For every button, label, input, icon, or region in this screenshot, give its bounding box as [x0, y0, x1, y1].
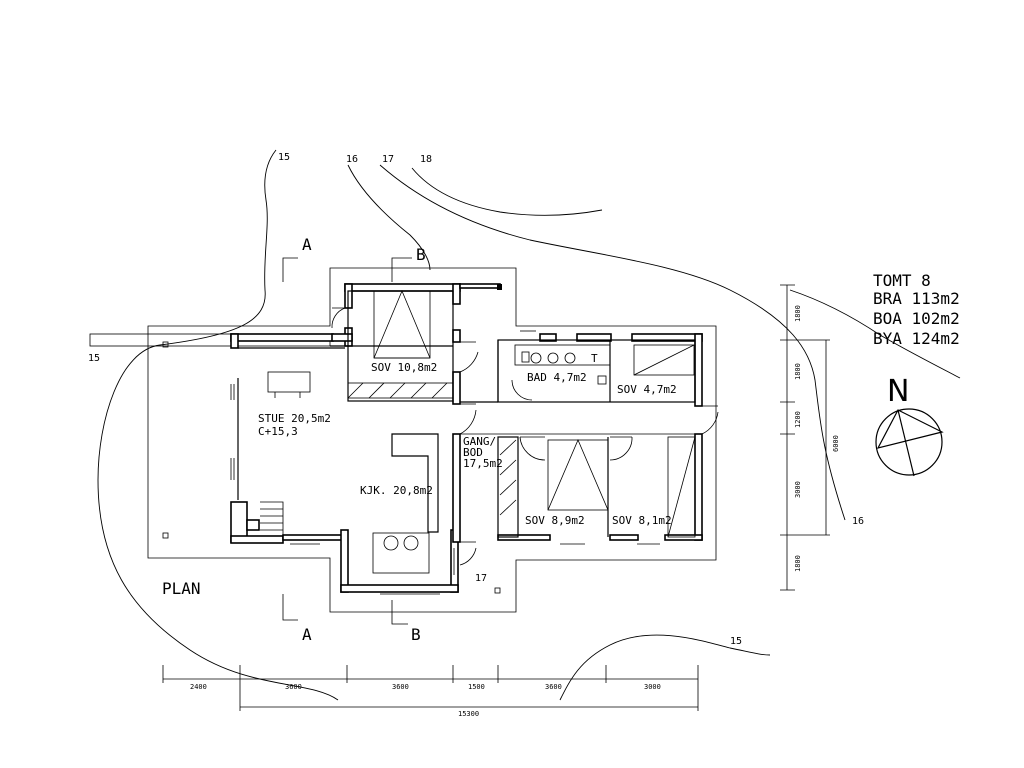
contour-line-15-west — [97, 149, 339, 701]
door-swings — [331, 307, 719, 566]
dim-3000: 3000 — [644, 683, 661, 691]
dim-3600-a: 3600 — [285, 683, 302, 691]
plot-info: TOMT 8 BRA 113m2 BOA 102m2 BYA 124m2 — [873, 271, 960, 348]
room-label-sov-8-1: SOV 8,1m2 — [612, 514, 672, 527]
plot-bya: BYA 124m2 — [873, 329, 960, 348]
dim-right-3000: 3000 — [794, 481, 802, 498]
room-label-stue-level: C+15,3 — [258, 425, 298, 438]
contour-label-15-left: 15 — [88, 353, 100, 364]
room-label-sov-4-7: SOV 4,7m2 — [617, 383, 677, 396]
section-a-bottom: A — [302, 625, 312, 644]
partitions — [237, 289, 696, 538]
plot-tomt: TOMT 8 — [873, 271, 931, 290]
dim-right-1800-a: 1800 — [794, 305, 802, 322]
room-label-gang-line3: 17,5m2 — [463, 457, 503, 470]
dim-2400: 2400 — [190, 683, 207, 691]
dim-right-1800-b: 1800 — [794, 363, 802, 380]
plot-boa: BOA 102m2 — [873, 309, 960, 328]
dim-3600-b: 3600 — [392, 683, 409, 691]
plot-bra: BRA 113m2 — [873, 289, 960, 308]
room-label-gang-line2: BOD — [463, 446, 483, 459]
terrace-outline — [89, 267, 717, 613]
contour-line-15-south — [559, 634, 771, 701]
windows — [230, 330, 660, 595]
contour-label-17-south: 17 — [475, 573, 487, 584]
dim-3600-c: 3600 — [545, 683, 562, 691]
dim-right-1200: 1200 — [794, 411, 802, 428]
room-label-bad: BAD 4,7m2 — [527, 371, 587, 384]
room-label-sov-8-9: SOV 8,9m2 — [525, 514, 585, 527]
plan-title: PLAN — [162, 579, 201, 598]
contour-label-18: 18 — [420, 154, 432, 165]
contour-line-18-north — [411, 167, 603, 216]
walls — [230, 283, 703, 593]
furniture: T — [260, 351, 607, 574]
section-markers: A B A B — [282, 235, 426, 644]
dim-total: 15300 — [458, 710, 479, 718]
contour-label-16-east: 16 — [852, 516, 864, 527]
dimension-bottom: 2400 3600 3600 1500 3600 3000 15300 — [162, 665, 699, 718]
section-b-top: B — [416, 245, 426, 264]
toilet-mark: T — [591, 352, 598, 365]
terrain-contours: 15 16 17 18 15 16 17 15 — [88, 149, 961, 701]
section-a-top: A — [302, 235, 312, 254]
contour-label-16: 16 — [346, 154, 358, 165]
room-label-sov-10-8: SOV 10,8m2 — [371, 361, 437, 374]
section-b-bottom: B — [411, 625, 421, 644]
sofa — [267, 371, 311, 393]
contour-label-15-south: 15 — [730, 636, 742, 647]
north-arrow-icon — [875, 408, 943, 476]
contour-label-15-west: 15 — [278, 152, 290, 163]
north-arrow: N — [875, 374, 944, 477]
contour-line-16-east — [789, 289, 961, 379]
contour-label-17: 17 — [382, 154, 394, 165]
dim-right-total: 6000 — [832, 435, 840, 452]
contour-line-17-north — [379, 164, 846, 521]
north-label: N — [887, 374, 909, 409]
room-labels: SOV 10,8m2 STUE 20,5m2 C+15,3 KJK. 20,8m… — [258, 361, 677, 527]
dining-table — [372, 532, 430, 574]
room-label-kjk: KJK. 20,8m2 — [360, 484, 433, 497]
dimension-right: 1800 1800 1200 3000 1800 6000 — [780, 284, 840, 591]
dim-1500: 1500 — [468, 683, 485, 691]
contour-line-16-north — [347, 164, 431, 271]
room-label-gang-line1: GANG/ — [463, 435, 496, 448]
dim-right-1800-c: 1800 — [794, 555, 802, 572]
room-label-stue: STUE 20,5m2 — [258, 412, 331, 425]
